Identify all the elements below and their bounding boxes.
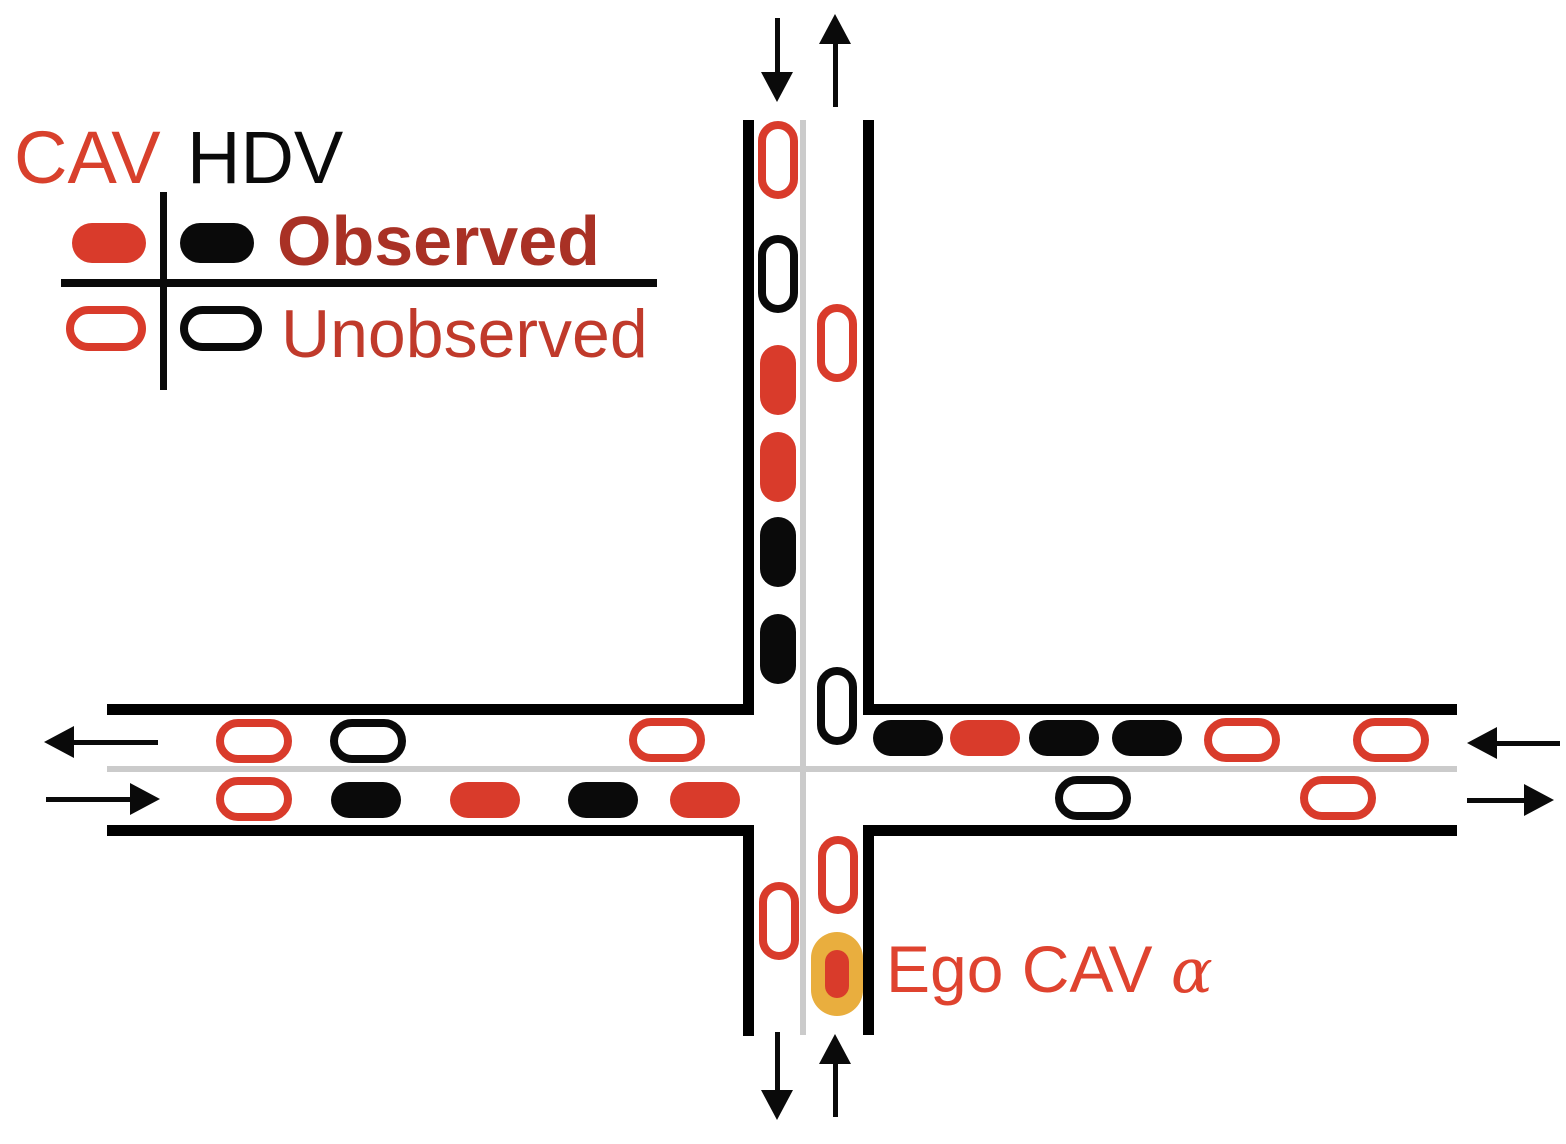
legend-hdv-observed-icon — [180, 223, 254, 263]
road-edge-east-bottom — [863, 825, 1457, 836]
vehicle-cav-unobserved — [216, 777, 292, 821]
vehicle-cav-unobserved — [759, 882, 799, 960]
arrow-southbound-entry — [774, 18, 780, 72]
vehicle-cav-unobserved — [216, 719, 292, 763]
vehicle-hdv-unobserved — [817, 667, 857, 745]
vehicle-cav-observed — [450, 782, 520, 818]
vehicle-cav-unobserved — [818, 836, 858, 914]
vehicle-hdv-unobserved — [330, 719, 406, 763]
arrow-southbound-exit — [761, 1090, 793, 1120]
legend-cav-unobserved-icon — [66, 306, 146, 351]
arrow-eastbound-exit — [1467, 797, 1524, 803]
vehicle-hdv-observed — [1029, 720, 1099, 756]
vehicle-hdv-observed — [1112, 720, 1182, 756]
road-edge-south-left — [743, 825, 754, 1036]
arrow-westbound-entry — [1467, 727, 1497, 759]
road-edge-west-top — [107, 704, 754, 715]
road-edge-east-top — [863, 704, 1457, 715]
arrow-westbound-entry — [1497, 740, 1560, 746]
vehicle-cav-observed — [760, 345, 796, 415]
vehicle-hdv-observed — [873, 720, 943, 756]
vehicle-cav-unobserved — [1204, 718, 1280, 762]
vehicle-cav-unobserved — [817, 304, 857, 382]
vehicle-cav-unobserved — [1353, 718, 1429, 762]
arrow-eastbound-entry — [46, 796, 130, 802]
arrow-eastbound-exit — [1524, 784, 1554, 816]
arrow-westbound-exit — [74, 739, 158, 745]
legend-hdv-unobserved-icon — [180, 306, 262, 351]
arrow-northbound-exit — [832, 44, 838, 107]
legend-cav-label: CAV — [14, 116, 161, 199]
legend-unobserved-label: Unobserved — [281, 296, 648, 372]
arrow-southbound-entry — [761, 72, 793, 102]
vehicle-cav-unobserved — [629, 718, 705, 762]
ego-cav-label: Ego CAV α — [886, 936, 1213, 1002]
horizontal-lane-divider — [107, 766, 1457, 772]
road-edge-south-right — [863, 825, 874, 1035]
ego-cav-alpha-symbol: α — [1170, 934, 1213, 1007]
vehicle-hdv-observed — [331, 782, 401, 818]
vehicle-hdv-observed — [760, 517, 796, 587]
vertical-lane-divider — [800, 120, 806, 1035]
legend-vertical-divider — [160, 192, 167, 390]
arrow-westbound-exit — [44, 726, 74, 758]
vehicle-hdv-unobserved — [1055, 776, 1131, 820]
road-edge-north-right — [863, 120, 874, 715]
arrow-eastbound-entry — [130, 783, 160, 815]
road-edge-west-bottom — [107, 825, 754, 836]
ego-cav-vehicle — [825, 950, 849, 998]
arrow-southbound-exit — [774, 1032, 780, 1090]
vehicle-hdv-unobserved — [758, 235, 798, 313]
vehicle-cav-observed — [670, 782, 740, 818]
vehicle-hdv-observed — [568, 782, 638, 818]
arrow-northbound-entry — [819, 1034, 851, 1064]
arrow-northbound-entry — [832, 1064, 838, 1117]
vehicle-cav-unobserved — [1300, 776, 1376, 820]
road-edge-north-left — [743, 120, 754, 715]
vehicle-cav-observed — [760, 432, 796, 502]
arrow-northbound-exit — [819, 14, 851, 44]
legend-cav-observed-icon — [72, 223, 146, 263]
vehicle-hdv-observed — [760, 614, 796, 684]
legend-hdv-label: HDV — [187, 116, 344, 199]
legend-observed-label: Observed — [277, 202, 600, 280]
vehicle-cav-observed — [950, 720, 1020, 756]
ego-cav-label-text: Ego CAV — [886, 932, 1153, 1006]
legend-horizontal-divider — [61, 279, 657, 287]
vehicle-cav-unobserved — [758, 121, 798, 199]
